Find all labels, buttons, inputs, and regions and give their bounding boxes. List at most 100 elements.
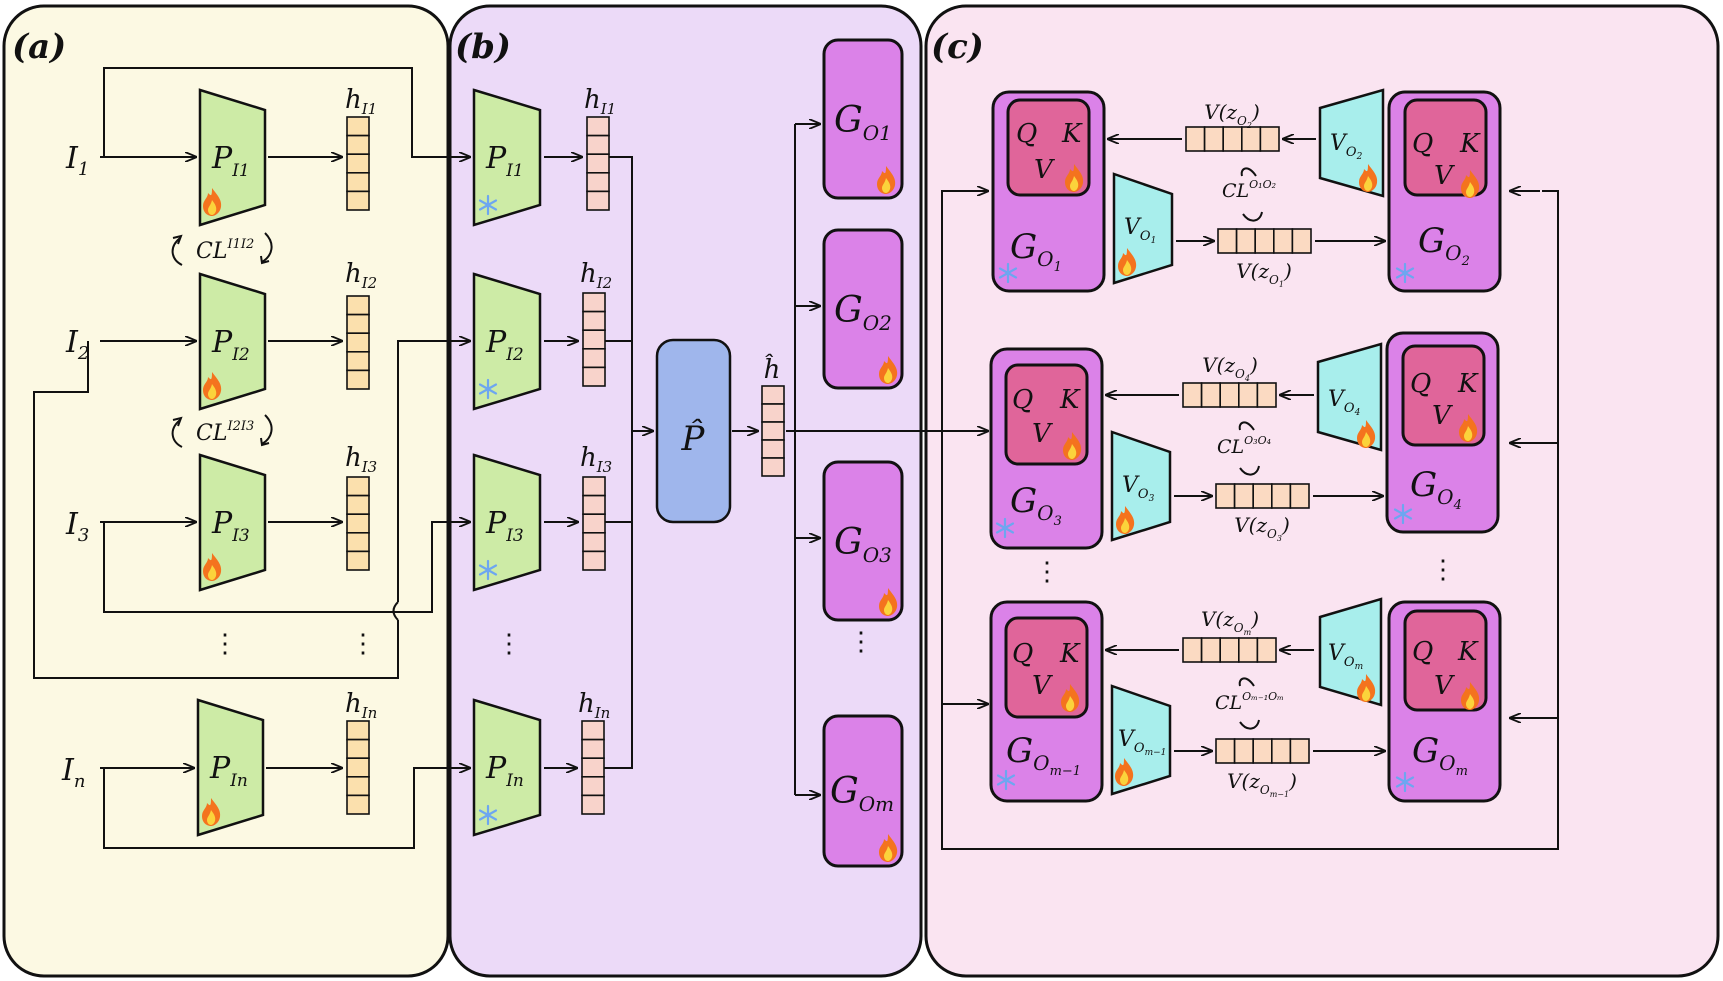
svg-text:GOm: GOm bbox=[830, 771, 894, 816]
decoder-b-2: GO2 bbox=[822, 228, 904, 390]
hidden-vector-b-2: hI2 bbox=[580, 259, 612, 387]
svg-text:hI2: hI2 bbox=[580, 259, 612, 292]
contrastive-loss-a-23: CLI2I3 bbox=[171, 414, 273, 448]
svg-text:V: V bbox=[1032, 419, 1053, 449]
svg-text:V: V bbox=[1032, 671, 1053, 701]
vis-encoder-left-2: VO3 bbox=[1110, 430, 1172, 542]
svg-text:Q: Q bbox=[1016, 119, 1037, 149]
svg-text:P̂: P̂ bbox=[681, 418, 706, 459]
svg-text:V: V bbox=[1434, 161, 1455, 191]
hidden-vector-a-3: hI3 bbox=[345, 443, 377, 571]
svg-text:hI3: hI3 bbox=[345, 443, 377, 476]
svg-text:CLI1I2: CLI1I2 bbox=[196, 237, 254, 264]
svg-text:I2: I2 bbox=[65, 325, 89, 364]
decoder-c-right-3: Q K V GOm bbox=[1387, 600, 1502, 803]
encoder-a-2: PI2 bbox=[198, 272, 267, 411]
input-label-3: I3 bbox=[65, 507, 89, 546]
contrastive-loss-c-1: CLO₁O₂ bbox=[1222, 167, 1276, 222]
svg-text:Q: Q bbox=[1412, 129, 1433, 159]
decoder-c-left-3: Q K V GOm−1 bbox=[989, 600, 1104, 803]
svg-text:GO1: GO1 bbox=[834, 100, 892, 145]
svg-text:V: V bbox=[1034, 155, 1055, 185]
svg-text:I1: I1 bbox=[65, 141, 89, 180]
svg-text:PI2: PI2 bbox=[211, 325, 250, 365]
svg-text:CLI2I3: CLI2I3 bbox=[196, 419, 254, 446]
pair-c-3: Q K V GOm−1 Q K V GOm VOm−1 VOm bbox=[989, 597, 1502, 803]
ellipsis-a-encoders: ⋮ bbox=[212, 629, 238, 659]
svg-text:Q: Q bbox=[1012, 639, 1033, 669]
vis-encoder-left-3: VOm−1 bbox=[1110, 684, 1172, 796]
vis-encoder-right-1: VO2 bbox=[1318, 88, 1385, 198]
svg-text:PIn: PIn bbox=[209, 751, 248, 791]
svg-text:hI1: hI1 bbox=[345, 85, 377, 118]
svg-text:PI3: PI3 bbox=[211, 506, 250, 546]
panel-c-connectors bbox=[941, 191, 1559, 850]
decoder-c-right-1: Q K V GO2 bbox=[1387, 90, 1502, 293]
hidden-vector-b-1: hI1 bbox=[584, 85, 616, 211]
svg-text:K: K bbox=[1061, 119, 1083, 149]
panel-b-label: (b) bbox=[455, 27, 511, 67]
svg-text:I3: I3 bbox=[65, 507, 89, 546]
decoder-b-1: GO1 bbox=[822, 38, 904, 200]
hidden-vector-a-1: hI1 bbox=[345, 85, 377, 211]
decoder-b-m: GOm bbox=[822, 714, 904, 868]
svg-text:hIn: hIn bbox=[578, 689, 610, 722]
svg-text:GO3: GO3 bbox=[834, 522, 892, 567]
svg-text:hIn: hIn bbox=[345, 689, 377, 722]
encoder-a-1: PI1 bbox=[198, 88, 267, 227]
svg-text:Q: Q bbox=[1412, 637, 1433, 667]
hidden-vector-a-n: hIn bbox=[345, 689, 377, 815]
decoder-c-left-2: Q K V GO3 bbox=[989, 347, 1104, 550]
hidden-vector-a-2: hI2 bbox=[345, 259, 377, 390]
encoder-b-n: PIn bbox=[472, 698, 542, 837]
encoder-b-1: PI1 bbox=[472, 88, 542, 227]
svg-text:PI3: PI3 bbox=[485, 506, 524, 546]
svg-text:V: V bbox=[1432, 401, 1453, 431]
panel-b-connectors bbox=[544, 124, 988, 795]
ellipsis-b-encoders: ⋮ bbox=[496, 629, 522, 659]
svg-text:PI1: PI1 bbox=[211, 141, 250, 181]
svg-text:Q: Q bbox=[1410, 369, 1431, 399]
input-label-1: I1 bbox=[65, 141, 89, 180]
svg-text:V: V bbox=[1434, 671, 1455, 701]
svg-text:K: K bbox=[1459, 129, 1481, 159]
pair-c-2: Q K V GO3 Q K V GO4 VO3 VO4 bbox=[989, 331, 1500, 550]
encoder-a-3: PI3 bbox=[198, 453, 267, 592]
pair-c-1: Q K V GO1 Q K V GO2 VO1 VO2 bbox=[991, 88, 1502, 293]
svg-text:hI1: hI1 bbox=[584, 85, 616, 118]
contrastive-loss-a-12: CLI1I2 bbox=[171, 232, 273, 266]
vis-encoder-left-1: VO1 bbox=[1112, 172, 1174, 285]
svg-text:GO2: GO2 bbox=[834, 290, 892, 335]
svg-text:hI2: hI2 bbox=[345, 259, 377, 292]
decoder-c-right-2: Q K V GO4 bbox=[1385, 331, 1500, 534]
decoder-b-3: GO3 bbox=[822, 460, 904, 622]
panel-a-label: (a) bbox=[12, 27, 66, 67]
ellipsis-c-left: ⋮ bbox=[1034, 557, 1060, 587]
encoder-b-2: PI2 bbox=[472, 272, 542, 411]
ellipsis-a-vectors: ⋮ bbox=[350, 629, 376, 659]
svg-text:In: In bbox=[61, 753, 85, 792]
vis-encoder-right-2: VO4 bbox=[1316, 342, 1383, 452]
svg-text:K: K bbox=[1059, 385, 1081, 415]
svg-text:K: K bbox=[1457, 369, 1479, 399]
input-label-n: In bbox=[61, 753, 85, 792]
input-label-2: I2 bbox=[65, 325, 89, 364]
encoder-a-n: PIn bbox=[196, 698, 265, 837]
svg-text:ĥ: ĥ bbox=[764, 353, 781, 385]
svg-text:K: K bbox=[1059, 639, 1081, 669]
vis-encoder-right-3: VOm bbox=[1318, 597, 1383, 707]
svg-text:hI3: hI3 bbox=[580, 443, 612, 476]
panel-a-connectors bbox=[33, 67, 470, 849]
svg-text:PI1: PI1 bbox=[485, 141, 524, 181]
fusion-module: P̂ bbox=[655, 338, 732, 524]
ellipsis-b-decoders: ⋮ bbox=[848, 627, 874, 657]
svg-text:Q: Q bbox=[1012, 385, 1033, 415]
decoder-c-left-1: Q K V GO1 bbox=[991, 90, 1106, 293]
svg-text:PI2: PI2 bbox=[485, 325, 524, 365]
svg-text:PIn: PIn bbox=[485, 751, 524, 791]
svg-text:K: K bbox=[1457, 637, 1479, 667]
encoder-b-3: PI3 bbox=[472, 453, 542, 592]
hidden-vector-b-3: hI3 bbox=[580, 443, 612, 571]
fused-hidden-vector: ĥ bbox=[761, 353, 785, 477]
